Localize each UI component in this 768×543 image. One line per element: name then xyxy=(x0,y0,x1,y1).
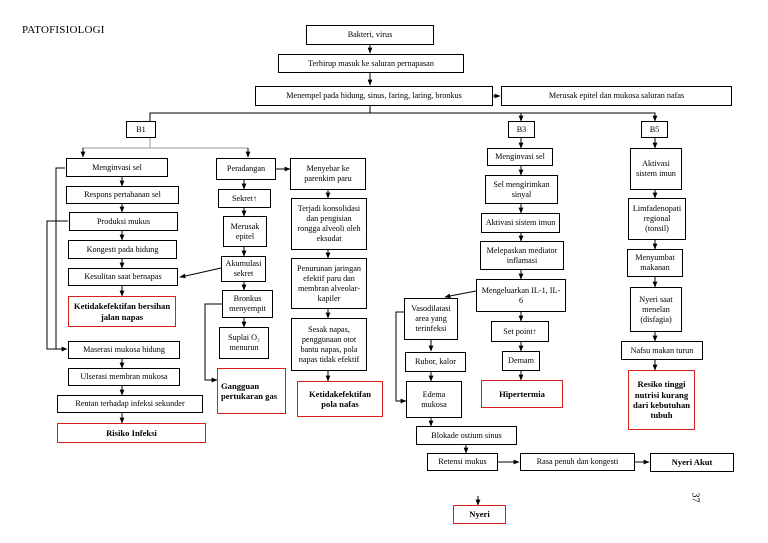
node-nafsu: Nafsu makan turun xyxy=(621,341,703,360)
node-respons: Respons pertahanan sel xyxy=(66,186,179,204)
node-limfadenopati: Limfadenopati regional (tonsil) xyxy=(628,198,686,240)
node-vasodilatasi: Vasodilatasi area yang terinfeksi xyxy=(404,298,458,340)
diagnosis-ketidakefektifan-jalan-napas: Ketidakefektifan bersihan jalan napas xyxy=(68,296,176,327)
node-rubor: Rubor, kalor xyxy=(405,352,466,372)
node-merusak: Merusak epitel dan mukosa saluran nafas xyxy=(501,86,732,106)
node-retensi: Retensi mukus xyxy=(427,453,498,471)
node-kongesti: Kongesti pada hidung xyxy=(68,240,177,259)
node-sesak: Sesak napas, penggunaan otot bantu napas… xyxy=(291,318,367,371)
node-bakteri: Bakteri, virus xyxy=(306,25,434,45)
node-blokade: Blokade ostium sinus xyxy=(416,426,517,445)
node-nyeri-menelan: Nyeri saat menelan (disfagia) xyxy=(630,287,682,332)
node-aktivasi-imun-b3: Aktivasi sistem imun xyxy=(481,213,560,233)
node-menyebar: Menyebar ke parenkim paru xyxy=(290,158,366,190)
node-rasa-penuh: Rasa penuh dan kongesti xyxy=(520,453,635,471)
node-penurunan: Penurunan jaringan efektif paru dan memb… xyxy=(291,258,367,309)
node-menyumbat: Menyumbat makanan xyxy=(627,249,683,277)
node-suplai: Suplai O₂ menurun xyxy=(219,327,269,359)
node-maserasi: Maserasi mukosa hidung xyxy=(68,341,180,359)
node-b5: B5 xyxy=(641,121,668,138)
node-produksi: Produksi mukus xyxy=(69,212,178,231)
diagnosis-hipertermia: Hipertermia xyxy=(481,380,563,408)
node-melepaskan: Melepaskan mediator inflamasi xyxy=(480,241,564,270)
node-b3: B3 xyxy=(508,121,535,138)
node-bronkus: Bronkus menyempit xyxy=(222,290,273,318)
diagnosis-nyeri-akut: Nyeri Akut xyxy=(650,453,734,472)
node-aktivasi-b5: Aktivasi sistem imun xyxy=(630,148,682,190)
node-sekret: Sekret xyxy=(218,189,271,208)
node-edema: Edema mukosa xyxy=(406,381,462,418)
node-terhirup: Terhirup masuk ke saluran pernapasan xyxy=(278,54,464,73)
node-sel-mengirimkan: Sel mengirimkan sinyal xyxy=(485,175,558,204)
page-title: PATOFISIOLOGI xyxy=(22,24,105,36)
node-konsolidasi: Terjadi konsolidasi dan pengisian rongga… xyxy=(291,198,367,250)
node-demam: Demam xyxy=(502,351,540,371)
diagnosis-risiko-infeksi: Risiko Infeksi xyxy=(57,423,206,443)
node-peradangan: Peradangan xyxy=(216,158,276,180)
node-set-point: Set point xyxy=(491,321,549,342)
node-kesulitan: Kesulitan saat bernapas xyxy=(68,268,178,286)
diagnosis-resiko-nutrisi: Resiko tinggi nutrisi kurang dari kebutu… xyxy=(628,370,695,430)
node-mengeluarkan: Mengeluarkan IL-1, IL-6 xyxy=(476,279,566,312)
node-menginvasi-b3: Menginvasi sel xyxy=(487,148,553,166)
diagnosis-nyeri: Nyeri xyxy=(453,505,506,524)
node-ulserasi: Ulserasi membran mukosa xyxy=(68,368,180,386)
diagnosis-gangguan-pertukaran-gas: Gangguan pertukaran gas xyxy=(217,368,286,414)
node-akumulasi: Akumulasi sekret xyxy=(221,256,266,282)
node-rentan: Rentan terhadap infeksi sekunder xyxy=(57,395,203,413)
node-menempel: Menempel pada hidung, sinus, faring, lar… xyxy=(255,86,493,106)
node-merusak-epitel: Merusak epitel xyxy=(223,216,267,247)
node-menginvasi-b1: Menginvasi sel xyxy=(66,158,168,177)
node-b1: B1 xyxy=(126,121,156,138)
diagnosis-ketidakefektifan-pola-nafas: Ketidakefektifan pola nafas xyxy=(297,381,383,417)
